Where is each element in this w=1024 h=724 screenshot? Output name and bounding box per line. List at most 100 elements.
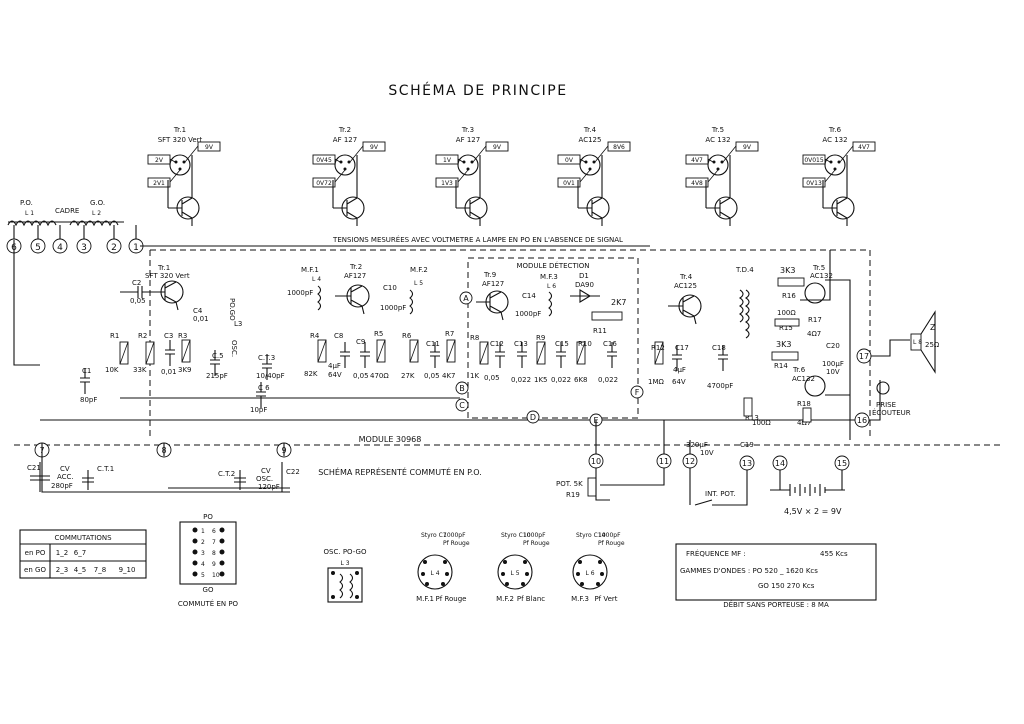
svg-text:OSC.: OSC. [230, 340, 238, 357]
svg-text:OSC.: OSC. [256, 475, 273, 483]
switch-pin [192, 560, 198, 566]
tr-voltage: 0V45 [316, 157, 332, 164]
antenna-coils: P.O. L 1 CADRE G.O. L 2 [7, 199, 137, 240]
terminal-label: 15 [837, 459, 847, 468]
resistor-value: 1K5 [534, 376, 548, 384]
resistor-value: 82K [304, 370, 318, 378]
terminal-label: 11 [659, 457, 669, 466]
svg-text:Tr.5: Tr.5 [812, 264, 825, 272]
svg-text:AF127: AF127 [344, 272, 366, 280]
svg-text:PRISE: PRISE [876, 401, 896, 409]
svg-text:GO: GO [203, 586, 214, 594]
svg-text:GO 150 270 Kcs: GO 150 270 Kcs [758, 582, 815, 590]
resistor-value: 1K [470, 372, 479, 380]
letter-label: C [459, 401, 465, 410]
terminal-label: 3 [81, 243, 87, 253]
terminal-label: 1 [133, 243, 139, 253]
letter-marker [459, 291, 473, 305]
svg-text:320µF: 320µF [686, 441, 708, 449]
svg-text:L 3: L 3 [340, 560, 349, 567]
svg-text:PO: PO [203, 513, 213, 521]
svg-text:25Ω: 25Ω [925, 341, 940, 349]
capacitor-value: 0,01 [161, 368, 177, 376]
svg-text:M.F.3: M.F.3 [540, 273, 558, 281]
tr-can [579, 154, 601, 176]
svg-text:M.F.1: M.F.1 [301, 266, 319, 274]
svg-text:0,05: 0,05 [130, 297, 146, 305]
resistor-label: R12 [651, 344, 665, 352]
svg-text:AC125: AC125 [674, 282, 697, 290]
terminal-label: 2 [111, 243, 117, 253]
commutation-cell: 2_3 [56, 566, 68, 574]
svg-text:10V: 10V [700, 449, 714, 457]
mf-coil: L 5 [510, 570, 519, 577]
go-label: G.O. [90, 199, 105, 207]
tr4-stage: Tr.4 AC125 T.D.4 [668, 266, 754, 339]
switch-pin-label: 5 [201, 572, 205, 579]
svg-text:OSC. PO-GO: OSC. PO-GO [324, 548, 367, 556]
resistor-value: 470Ω [370, 372, 389, 380]
svg-text:GAMMES D'ONDES : PO 520 _ 1620: GAMMES D'ONDES : PO 520 _ 1620 Kcs [680, 567, 818, 575]
tr-type: AC 132 [822, 136, 847, 144]
tr-voltage: 9V [493, 144, 502, 151]
resistor-label: R1 [110, 332, 119, 340]
svg-text:COMMUTÉ EN PO: COMMUTÉ EN PO [178, 599, 239, 608]
svg-text:Tr.9: Tr.9 [483, 271, 496, 279]
terminal-label: 10 [591, 457, 601, 466]
capacitor-label: C1 [82, 367, 91, 375]
specifications-box: FRÉQUENCE MF : 455 Kcs GAMMES D'ONDES : … [675, 543, 877, 609]
svg-text:R19: R19 [566, 491, 580, 499]
po-label: P.O. [20, 199, 33, 207]
terminal-node [856, 348, 872, 364]
cadre-label: CADRE [55, 207, 79, 215]
commutation-cell: 1_2 [56, 549, 68, 557]
resistor-value: 6K8 [574, 376, 588, 384]
resistor-label: R4 [310, 332, 320, 340]
capacitor-label: C8 [334, 332, 343, 340]
resistor-label: R6 [402, 332, 412, 340]
svg-text:280pF: 280pF [51, 482, 73, 490]
tr-voltage: 8V6 [613, 144, 625, 151]
mf-name: M.F.2 [496, 595, 514, 603]
tr-id: Tr.5 [711, 126, 724, 134]
svg-text:PO.GO: PO.GO [228, 298, 236, 321]
svg-text:4Ω7: 4Ω7 [797, 419, 811, 427]
osc-coil-diagram: OSC. PO-GO L 3 [324, 548, 367, 603]
svg-text:L 5: L 5 [414, 280, 423, 287]
capacitor-label: C16 [603, 340, 617, 348]
mf-name: M.F.1 [416, 595, 434, 603]
module-detection-box [467, 257, 639, 419]
commutation-cell: 6_7 [74, 549, 86, 557]
tr-can [169, 154, 191, 176]
svg-text:L 6: L 6 [547, 283, 556, 290]
capacitor-value: 4µF [328, 362, 341, 370]
capacitor-value: 0,022 [551, 376, 571, 384]
svg-text:0,01: 0,01 [193, 315, 209, 323]
tr-id: Tr.1 [173, 126, 186, 134]
switch-pin [192, 549, 198, 555]
capacitor-value: 0,05 [353, 372, 369, 380]
svg-text:4,5V × 2 = 9V: 4,5V × 2 = 9V [784, 507, 842, 516]
commutation-cell: en PO [25, 549, 46, 557]
tr-can [707, 154, 729, 176]
tr-can [824, 154, 846, 176]
svg-text:R14: R14 [774, 362, 788, 370]
mf-can [417, 554, 453, 590]
tensions-note: TENSIONS MESURÉES AVEC VOLTMETRE A LAMPE… [332, 235, 623, 244]
resistor-value: 4K7 [442, 372, 456, 380]
module-detection-label: MODULE DÉTECTION [516, 261, 589, 270]
power-section: POT. 5K R19 INT. POT. 320µF 10V C19 4,5V… [556, 441, 845, 516]
svg-text:1000pF: 1000pF [287, 289, 313, 297]
svg-text:C14: C14 [522, 292, 536, 300]
tr-voltage: 2V1 [153, 180, 165, 187]
tr-voltage: 4V7 [691, 157, 703, 164]
svg-text:2K7: 2K7 [611, 298, 626, 307]
schema-note: SCHÉMA REPRÉSENTÉ COMMUTÉ EN P.O. [318, 466, 482, 477]
bottom-wiring [41, 420, 843, 506]
tr-type: AF 127 [333, 136, 357, 144]
